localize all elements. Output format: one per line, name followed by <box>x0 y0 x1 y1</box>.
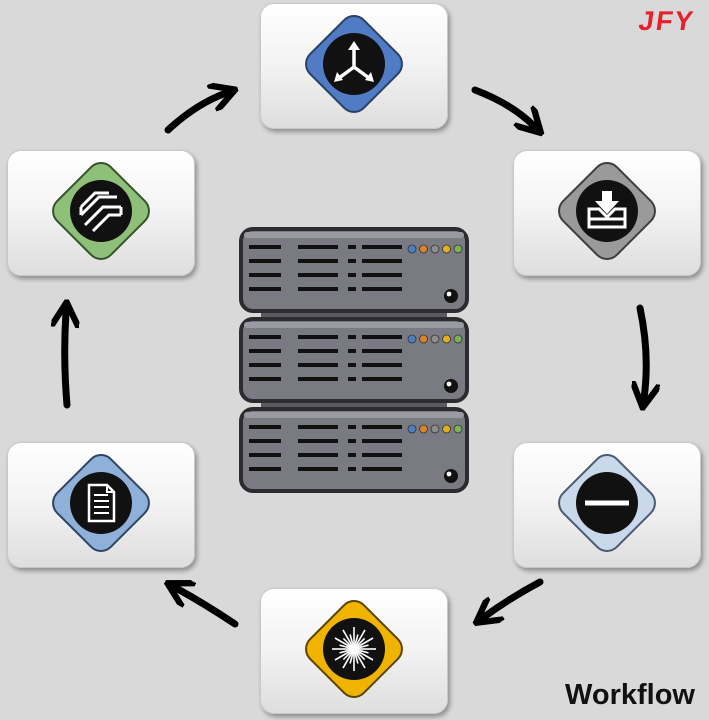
server-unit <box>239 317 469 403</box>
minus-line-icon <box>558 454 656 552</box>
arrow-distribute-to-press <box>471 86 534 126</box>
step-card-laser <box>260 588 448 714</box>
arrow-stack-to-distribute <box>164 93 226 134</box>
three-way-split-icon <box>305 15 403 113</box>
step-card-stack <box>7 150 195 276</box>
arrow-flatten-to-laser <box>484 578 544 617</box>
step-card-flatten <box>513 442 701 568</box>
step-card-press <box>513 150 701 276</box>
step-card-document <box>7 442 195 568</box>
arrow-press-to-flatten <box>640 304 646 398</box>
step-card-distribute <box>260 3 448 129</box>
diagram-caption: Workflow <box>565 679 695 711</box>
arrow-laser-to-document <box>176 588 239 628</box>
server-unit <box>239 407 469 493</box>
laser-burst-icon <box>305 600 403 698</box>
stacked-sheets-icon <box>52 162 150 260</box>
document-icon <box>52 454 150 552</box>
arrow-document-to-stack <box>65 312 67 409</box>
press-down-icon <box>558 162 656 260</box>
server-unit <box>239 227 469 313</box>
